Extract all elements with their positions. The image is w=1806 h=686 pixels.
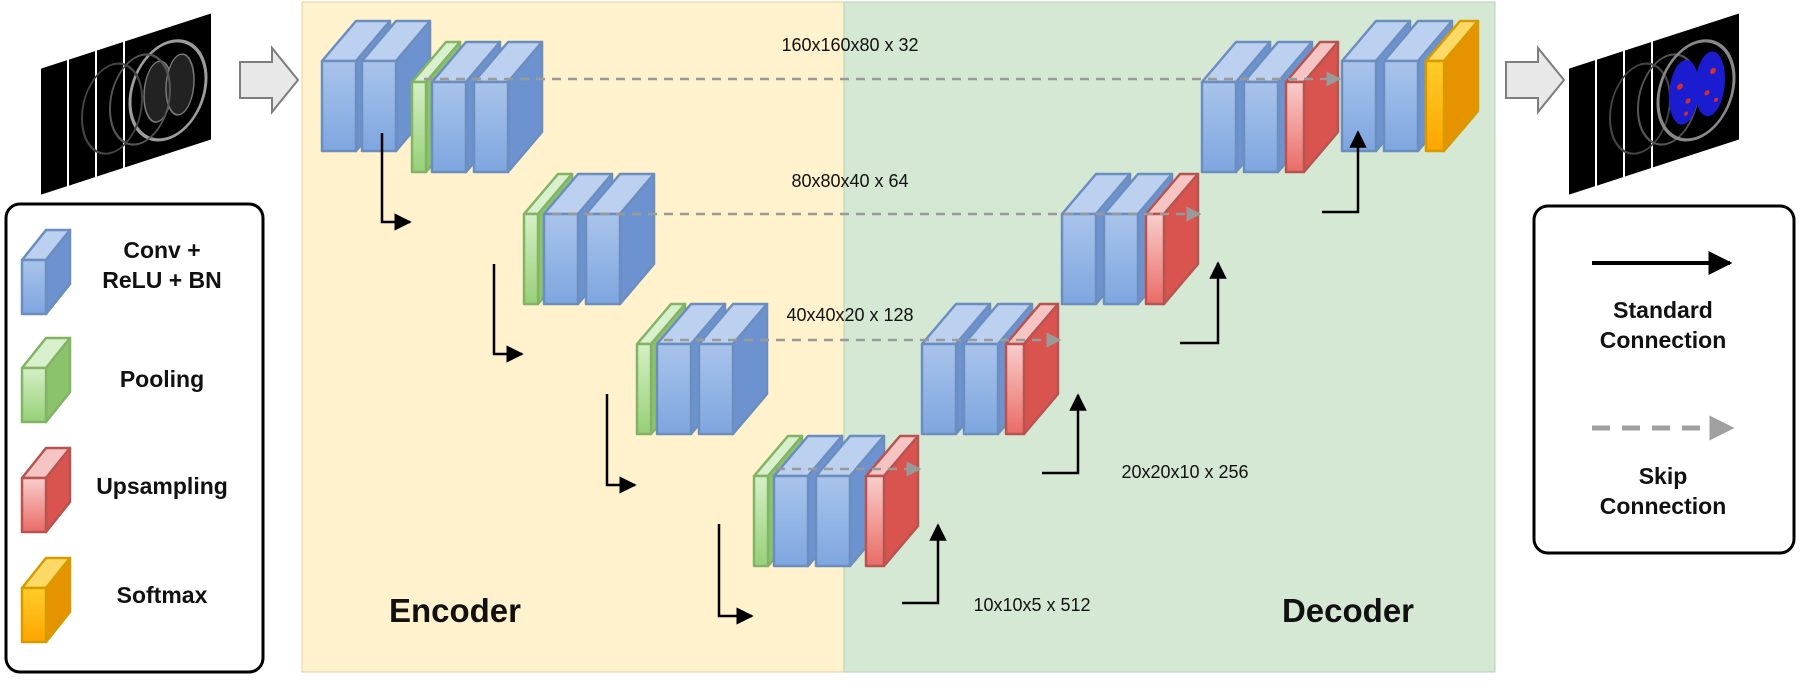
softmax-block: [1424, 19, 1480, 153]
connection-legend: Standard Connection Skip Connection: [1532, 204, 1796, 555]
pooling-legend-icon: [20, 336, 72, 424]
conv-block: [584, 172, 656, 306]
standard-connection: [380, 133, 412, 231]
dim-label-level-5: 10x10x5 x 512: [973, 595, 1090, 615]
segmented-scan-stack-icon: [1567, 10, 1741, 198]
dim-label-level-2: 80x80x40 x 64: [791, 171, 908, 191]
block-legend: Conv + ReLU + BN Pooling Upsampling Soft…: [4, 202, 265, 674]
legend-conv-line1: Conv +: [123, 237, 200, 263]
legend-standard-line2: Connection: [1600, 327, 1727, 353]
legend-conv-line2: ReLU + BN: [102, 267, 222, 293]
dim-label-level-3: 40x40x20 x 128: [786, 305, 913, 325]
conv-block: [472, 40, 544, 174]
block-legend-frame: [4, 202, 265, 674]
ct-scan-stack-icon: [39, 10, 213, 198]
standard-connection: [902, 523, 947, 605]
decoder-label: Decoder: [1282, 592, 1414, 629]
network-connections: [380, 71, 1367, 625]
encoder-label: Encoder: [389, 592, 521, 629]
standard-connection: [1042, 393, 1087, 475]
block-arrow-right-icon: [1505, 45, 1566, 115]
legend-skip-line2: Connection: [1600, 493, 1727, 519]
standard-connection: [492, 264, 524, 363]
dim-label-level-4: 20x20x10 x 256: [1121, 462, 1248, 482]
block-arrow-right-icon: [239, 45, 300, 115]
legend-pooling-label: Pooling: [120, 366, 204, 392]
legend-standard-line1: Standard: [1613, 297, 1713, 323]
connection-legend-frame: [1532, 204, 1796, 555]
standard-connection: [1322, 130, 1367, 214]
network-blocks: [320, 19, 1480, 568]
upsampling-legend-icon: [20, 446, 72, 534]
legend-softmax-label: Softmax: [117, 582, 208, 608]
softmax-legend-icon: [20, 556, 72, 644]
standard-connection: [717, 524, 754, 625]
standard-connection: [1180, 261, 1227, 345]
conv-legend-icon: [20, 228, 72, 316]
standard-connection: [605, 394, 637, 494]
legend-upsampling-label: Upsampling: [96, 473, 228, 499]
conv-block: [697, 302, 769, 436]
legend-skip-line1: Skip: [1639, 463, 1688, 489]
dim-label-level-1: 160x160x80 x 32: [781, 35, 918, 55]
